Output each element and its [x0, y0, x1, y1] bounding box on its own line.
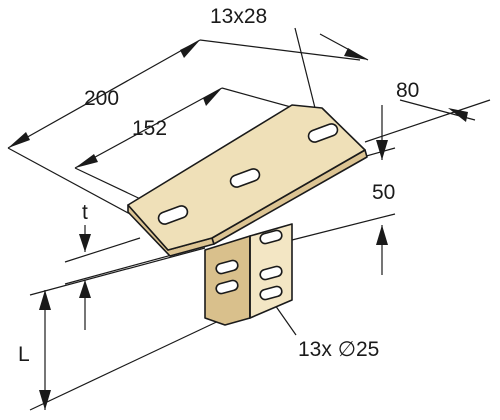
dim-80-arrow-a [344, 48, 368, 60]
dim-50-arrow-top [376, 140, 388, 160]
post-slot-4 [259, 265, 283, 281]
post-width-label: 50 [372, 181, 396, 204]
dim-152-line [74, 87, 223, 169]
dim-80-ext [364, 99, 491, 143]
post-left-face [204, 235, 251, 326]
dim-L-ext-top [29, 247, 206, 296]
dim-152-arrow-left [75, 154, 98, 168]
dim-L-arrow-bottom [39, 390, 51, 410]
hole-spacing-label: 152 [132, 117, 168, 140]
post-slot-1 [215, 259, 239, 275]
plate-slot-left [157, 205, 189, 225]
dim-200-arrow-right [180, 40, 200, 58]
post [204, 223, 293, 326]
post-slot-2 [215, 279, 239, 295]
post-slot-3 [259, 229, 283, 245]
dim-50-arrow-bottom [376, 225, 388, 245]
plate-slot-middle [229, 168, 261, 188]
dim-200-ext-left [7, 147, 131, 215]
post-length-label: L [18, 343, 30, 366]
thickness-label: t [82, 201, 88, 224]
plate-slot-right [307, 123, 339, 143]
dim-50-ext-bottom [291, 213, 396, 241]
dim-L-ext-bottom [29, 317, 226, 411]
dim-200-line [7, 39, 201, 149]
plate-length-label: 200 [84, 87, 120, 110]
post-holes-label: 13x ∅25 [298, 338, 380, 361]
plate-width-label: 80 [396, 79, 420, 102]
dim-t-arrow-bottom [79, 280, 91, 298]
dim-80-arrow-b [448, 108, 468, 122]
dim-t-ext-top [64, 237, 141, 263]
dim-152-arrow-right [203, 88, 222, 106]
dim-L-arrow-top [39, 290, 51, 310]
post-slot-5 [259, 285, 283, 301]
base-plate [127, 104, 368, 257]
dim-200-ext-top [199, 39, 361, 61]
slot-size-label: 13x28 [210, 5, 268, 28]
dimension-lines [7, 27, 491, 411]
dim-200-arrow-left [8, 132, 30, 148]
dim-t-arrow-top [79, 234, 91, 252]
